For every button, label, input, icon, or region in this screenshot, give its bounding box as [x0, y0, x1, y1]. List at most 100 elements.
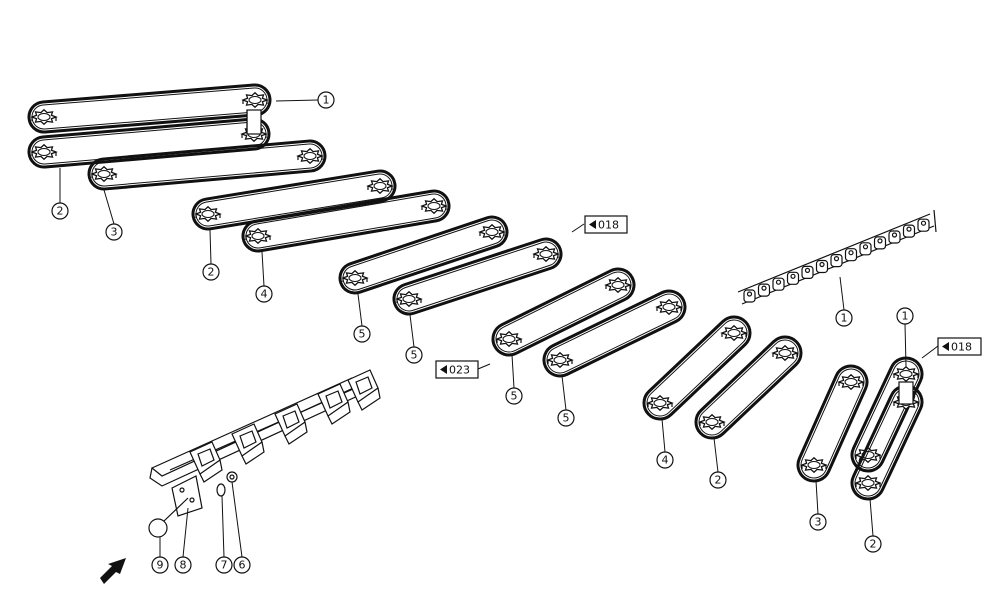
callout-belt9: 4 — [656, 451, 674, 469]
chain-link — [743, 289, 756, 303]
callout-belt6: 5 — [405, 346, 423, 364]
sprocket-icon — [495, 330, 523, 348]
svg-text:6: 6 — [239, 559, 246, 572]
leader-line — [231, 481, 243, 558]
sprocket-icon — [698, 413, 726, 431]
svg-text:3: 3 — [111, 226, 118, 239]
svg-text:5: 5 — [511, 390, 518, 403]
svg-text:1: 1 — [841, 312, 848, 325]
sprocket-icon — [771, 344, 799, 362]
ref-box-023[interactable]: 023 — [435, 360, 479, 379]
sprocket-icon — [854, 474, 882, 492]
callout-belt12-bottom: 2 — [864, 535, 882, 553]
belt-6 — [392, 237, 563, 316]
callout-part-7: 7 — [215, 556, 233, 574]
callout-belt7: 5 — [505, 387, 523, 405]
belt-11 — [796, 364, 869, 483]
chain-link — [772, 277, 785, 291]
sprocket-icon — [420, 197, 448, 215]
leader-line — [275, 99, 319, 102]
chain-link — [844, 248, 858, 262]
chain-link — [757, 283, 771, 297]
belt-7 — [491, 267, 636, 357]
belt-1-top — [27, 83, 272, 134]
svg-text:5: 5 — [563, 412, 570, 425]
knife-guard — [274, 403, 308, 445]
svg-text:1: 1 — [902, 310, 909, 323]
sprocket-icon — [244, 227, 272, 245]
sprocket-icon — [366, 177, 394, 195]
sprocket-icon — [604, 276, 632, 294]
svg-text:7: 7 — [221, 559, 228, 572]
shaft-top-left — [246, 109, 262, 135]
leader-line — [869, 498, 874, 537]
svg-text:018: 018 — [598, 219, 619, 232]
belt-4 — [241, 189, 451, 253]
bracket-plate — [171, 475, 203, 517]
belt-8 — [542, 289, 687, 378]
sprocket-icon — [478, 223, 506, 241]
sprocket-icon — [720, 324, 748, 342]
sprocket-icon — [655, 298, 683, 316]
chain-link — [888, 230, 901, 244]
knife-guard — [231, 423, 265, 465]
callout-part-9: 9 — [151, 556, 169, 574]
svg-text:2: 2 — [870, 538, 877, 551]
belt-12-top — [850, 356, 924, 473]
svg-text:5: 5 — [411, 349, 418, 362]
sprocket-icon — [296, 147, 324, 165]
svg-text:4: 4 — [662, 454, 669, 467]
svg-text:2: 2 — [715, 474, 722, 487]
sprocket-icon — [30, 143, 58, 161]
roller-chain — [737, 209, 937, 305]
belt-5 — [338, 215, 509, 295]
svg-text:2: 2 — [208, 266, 215, 279]
sprocket-icon — [837, 373, 865, 391]
ref-box-018-right[interactable]: 018 — [937, 337, 982, 356]
belt-2 — [87, 139, 327, 191]
leader-line — [661, 418, 666, 453]
chain-link — [873, 236, 887, 250]
chain-link — [859, 242, 872, 256]
leader-line — [921, 345, 939, 359]
chain-link — [801, 265, 814, 279]
svg-text:2: 2 — [57, 205, 64, 218]
svg-text:018: 018 — [951, 341, 972, 354]
chain-link — [786, 271, 800, 285]
leader-line — [815, 480, 819, 515]
chain-link — [815, 259, 829, 274]
leader-line — [511, 354, 515, 389]
leader-line — [713, 437, 719, 473]
leader-line — [103, 189, 115, 225]
bolt-head — [148, 518, 168, 538]
callout-belt1-left: 2 — [51, 202, 69, 220]
callout-belt8: 5 — [557, 409, 575, 427]
leader-line — [561, 375, 567, 411]
svg-text:5: 5 — [359, 328, 366, 341]
sprocket-icon — [646, 394, 674, 412]
svg-text:9: 9 — [157, 559, 164, 572]
svg-text:3: 3 — [815, 516, 822, 529]
sprocket-icon — [90, 165, 118, 183]
leader-line — [357, 293, 363, 327]
sprocket-icon — [194, 205, 222, 223]
callout-chain: 1 — [835, 309, 853, 327]
belt-10 — [694, 335, 803, 440]
callout-belt4: 4 — [255, 285, 273, 303]
chain-link — [917, 218, 930, 232]
leader-line — [209, 229, 212, 265]
washer — [216, 483, 226, 497]
ref-box-018-center[interactable]: 018 — [584, 215, 628, 234]
callout-belt10: 2 — [709, 471, 727, 489]
cutter-bar-assembly — [148, 369, 381, 538]
knife-guard — [317, 383, 351, 425]
callout-part-8: 8 — [174, 556, 192, 574]
direction-arrow-icon — [100, 558, 126, 584]
knife-guard — [189, 441, 223, 483]
sprocket-icon — [892, 365, 920, 383]
belt-9 — [642, 315, 752, 421]
sprocket-icon — [532, 245, 560, 263]
leader-line — [571, 223, 585, 233]
callout-belt2: 3 — [105, 223, 123, 241]
